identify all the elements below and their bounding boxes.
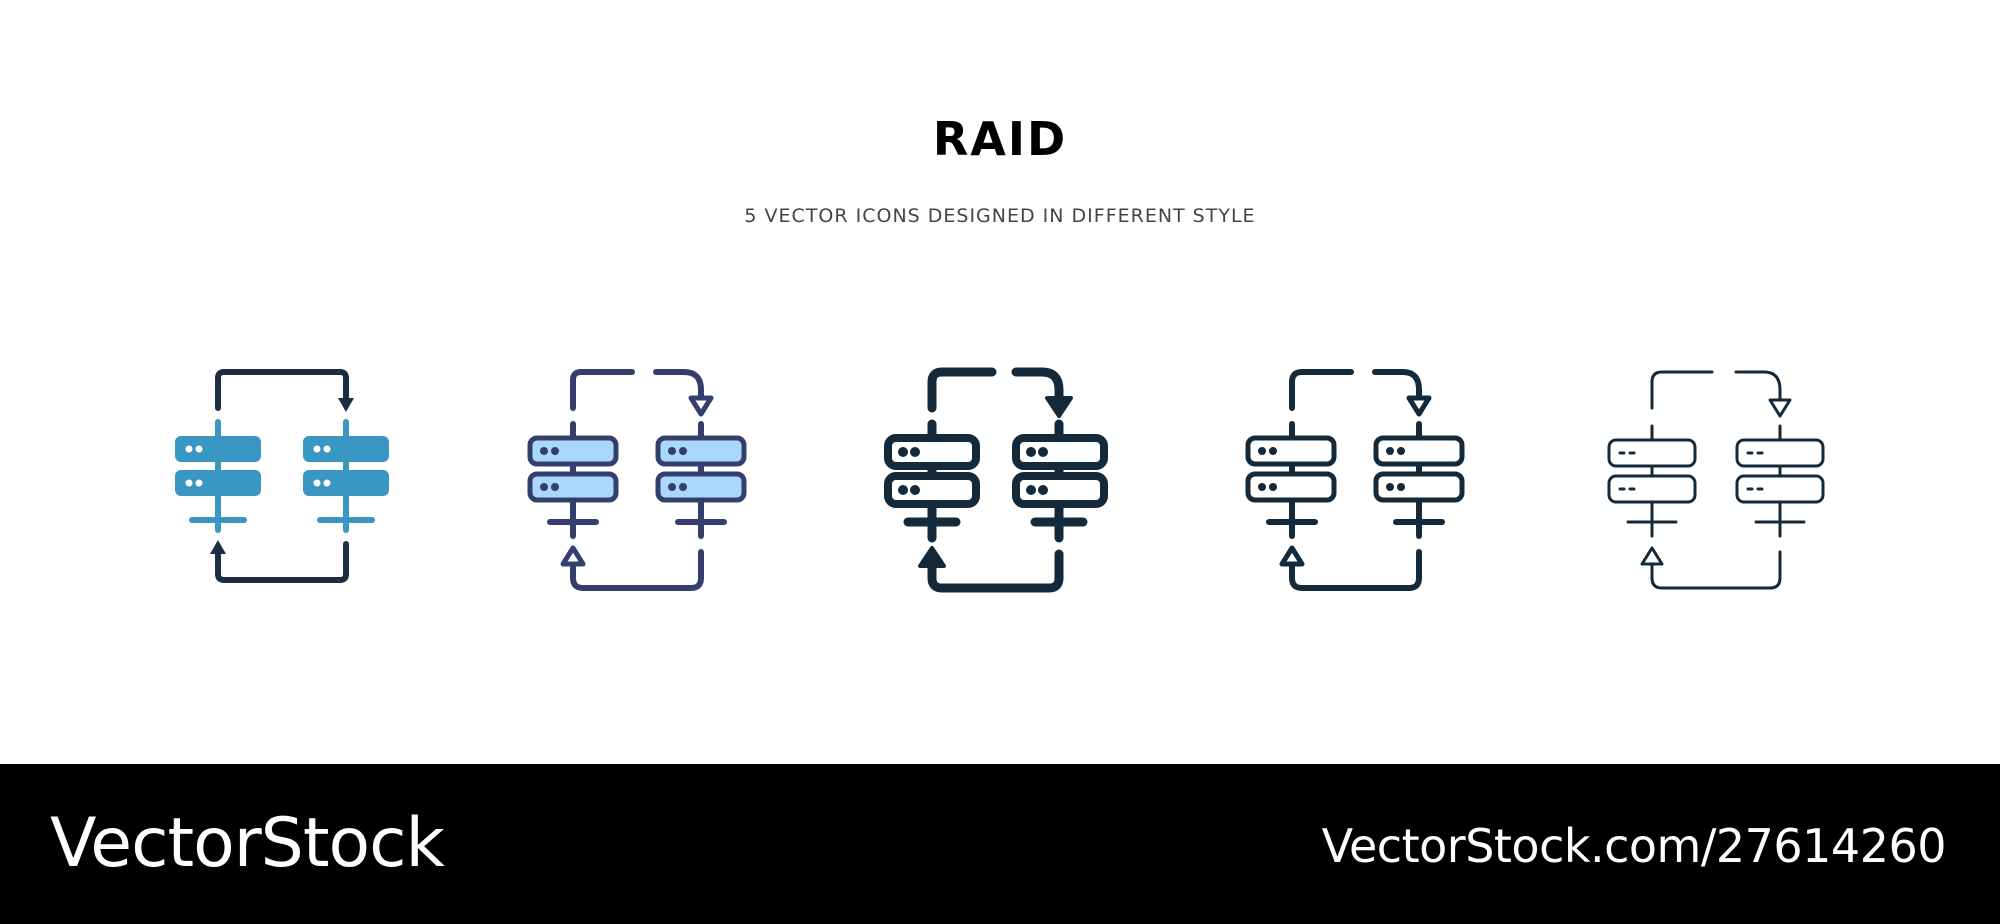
raid-icon bbox=[175, 369, 389, 583]
raid-icon bbox=[1607, 370, 1825, 590]
raid-icon bbox=[1245, 369, 1465, 591]
vectorstock-logo[interactable]: VectorStock bbox=[50, 804, 445, 883]
footer-bar: VectorStock VectorStock.com/27614260 bbox=[0, 764, 2000, 924]
image-url[interactable]: VectorStock.com/27614260 bbox=[1321, 819, 1947, 873]
raid-icon bbox=[884, 367, 1108, 593]
page-title: RAID bbox=[932, 112, 1068, 166]
page-subtitle: 5 VECTOR ICONS DESIGNED IN DIFFERENT STY… bbox=[744, 205, 1256, 227]
raid-icon bbox=[527, 369, 747, 591]
